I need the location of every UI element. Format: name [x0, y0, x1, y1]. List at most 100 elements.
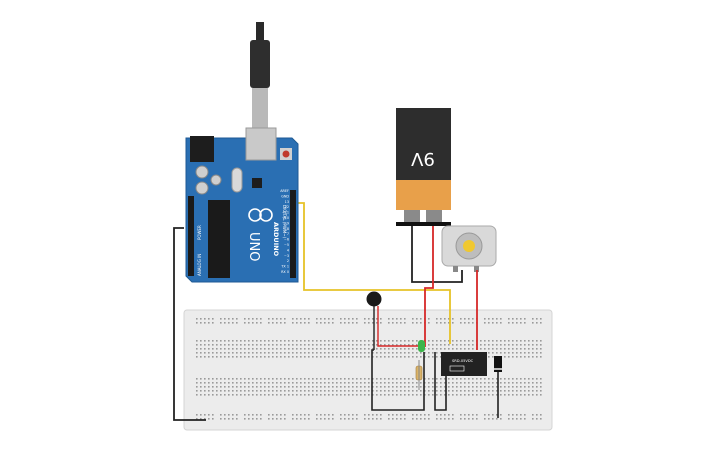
breadboard-hole[interactable]	[392, 344, 394, 346]
breadboard-hole[interactable]	[316, 414, 318, 416]
breadboard-hole[interactable]	[428, 322, 430, 324]
breadboard-hole[interactable]	[300, 418, 302, 420]
breadboard-hole[interactable]	[376, 340, 378, 342]
breadboard-hole[interactable]	[304, 322, 306, 324]
breadboard-hole[interactable]	[420, 352, 422, 354]
breadboard-hole[interactable]	[512, 386, 514, 388]
breadboard-hole[interactable]	[400, 390, 402, 392]
breadboard-hole[interactable]	[460, 390, 462, 392]
breadboard-hole[interactable]	[360, 390, 362, 392]
breadboard-hole[interactable]	[528, 394, 530, 396]
breadboard-hole[interactable]	[488, 318, 490, 320]
breadboard-hole[interactable]	[328, 340, 330, 342]
breadboard-hole[interactable]	[328, 378, 330, 380]
breadboard-hole[interactable]	[472, 394, 474, 396]
breadboard-hole[interactable]	[412, 344, 414, 346]
breadboard-hole[interactable]	[260, 352, 262, 354]
breadboard-hole[interactable]	[444, 322, 446, 324]
breadboard-hole[interactable]	[268, 318, 270, 320]
breadboard-hole[interactable]	[240, 344, 242, 346]
breadboard-hole[interactable]	[344, 378, 346, 380]
breadboard-hole[interactable]	[436, 378, 438, 380]
breadboard-hole[interactable]	[500, 414, 502, 416]
breadboard-hole[interactable]	[396, 318, 398, 320]
breadboard-hole[interactable]	[468, 344, 470, 346]
breadboard-hole[interactable]	[272, 322, 274, 324]
breadboard-hole[interactable]	[512, 418, 514, 420]
breadboard-hole[interactable]	[324, 418, 326, 420]
breadboard-hole[interactable]	[252, 356, 254, 358]
breadboard-hole[interactable]	[448, 378, 450, 380]
breadboard-hole[interactable]	[524, 414, 526, 416]
breadboard-hole[interactable]	[388, 322, 390, 324]
breadboard-hole[interactable]	[268, 352, 270, 354]
breadboard-hole[interactable]	[456, 390, 458, 392]
breadboard-hole[interactable]	[216, 378, 218, 380]
breadboard-hole[interactable]	[352, 386, 354, 388]
breadboard-hole[interactable]	[268, 348, 270, 350]
breadboard-hole[interactable]	[316, 322, 318, 324]
breadboard-hole[interactable]	[448, 322, 450, 324]
breadboard-hole[interactable]	[344, 394, 346, 396]
breadboard-hole[interactable]	[520, 340, 522, 342]
breadboard-hole[interactable]	[236, 344, 238, 346]
breadboard-hole[interactable]	[536, 382, 538, 384]
breadboard-hole[interactable]	[244, 414, 246, 416]
breadboard-hole[interactable]	[512, 352, 514, 354]
breadboard-hole[interactable]	[508, 318, 510, 320]
breadboard-hole[interactable]	[224, 386, 226, 388]
breadboard-hole[interactable]	[328, 356, 330, 358]
breadboard-hole[interactable]	[452, 390, 454, 392]
breadboard-hole[interactable]	[520, 394, 522, 396]
breadboard-hole[interactable]	[460, 394, 462, 396]
breadboard-hole[interactable]	[200, 348, 202, 350]
breadboard-hole[interactable]	[436, 352, 438, 354]
breadboard-hole[interactable]	[428, 378, 430, 380]
breadboard-hole[interactable]	[400, 378, 402, 380]
breadboard-hole[interactable]	[404, 394, 406, 396]
breadboard-hole[interactable]	[316, 378, 318, 380]
breadboard-hole[interactable]	[300, 394, 302, 396]
breadboard-hole[interactable]	[316, 390, 318, 392]
breadboard-hole[interactable]	[420, 390, 422, 392]
breadboard-hole[interactable]	[328, 418, 330, 420]
breadboard-hole[interactable]	[476, 390, 478, 392]
breadboard-hole[interactable]	[524, 356, 526, 358]
breadboard-hole[interactable]	[364, 386, 366, 388]
breadboard-hole[interactable]	[264, 340, 266, 342]
breadboard-hole[interactable]	[384, 394, 386, 396]
breadboard-hole[interactable]	[256, 340, 258, 342]
breadboard-hole[interactable]	[496, 418, 498, 420]
breadboard-hole[interactable]	[244, 382, 246, 384]
breadboard-hole[interactable]	[232, 352, 234, 354]
breadboard-hole[interactable]	[464, 414, 466, 416]
breadboard-hole[interactable]	[400, 414, 402, 416]
breadboard-hole[interactable]	[336, 352, 338, 354]
breadboard-hole[interactable]	[368, 378, 370, 380]
breadboard-hole[interactable]	[284, 356, 286, 358]
breadboard-hole[interactable]	[312, 386, 314, 388]
breadboard-hole[interactable]	[284, 418, 286, 420]
breadboard-hole[interactable]	[388, 318, 390, 320]
breadboard-hole[interactable]	[440, 390, 442, 392]
breadboard-hole[interactable]	[340, 394, 342, 396]
breadboard-hole[interactable]	[340, 348, 342, 350]
breadboard-hole[interactable]	[452, 382, 454, 384]
breadboard-hole[interactable]	[388, 348, 390, 350]
breadboard-hole[interactable]	[448, 344, 450, 346]
breadboard-hole[interactable]	[492, 344, 494, 346]
breadboard-hole[interactable]	[300, 378, 302, 380]
breadboard-hole[interactable]	[484, 386, 486, 388]
breadboard-hole[interactable]	[296, 418, 298, 420]
breadboard-hole[interactable]	[488, 344, 490, 346]
breadboard-hole[interactable]	[480, 378, 482, 380]
breadboard-hole[interactable]	[460, 322, 462, 324]
breadboard-hole[interactable]	[492, 352, 494, 354]
breadboard-hole[interactable]	[276, 414, 278, 416]
breadboard-hole[interactable]	[244, 390, 246, 392]
breadboard-hole[interactable]	[292, 390, 294, 392]
breadboard-hole[interactable]	[200, 394, 202, 396]
breadboard-hole[interactable]	[272, 382, 274, 384]
breadboard-hole[interactable]	[380, 318, 382, 320]
breadboard-hole[interactable]	[272, 340, 274, 342]
